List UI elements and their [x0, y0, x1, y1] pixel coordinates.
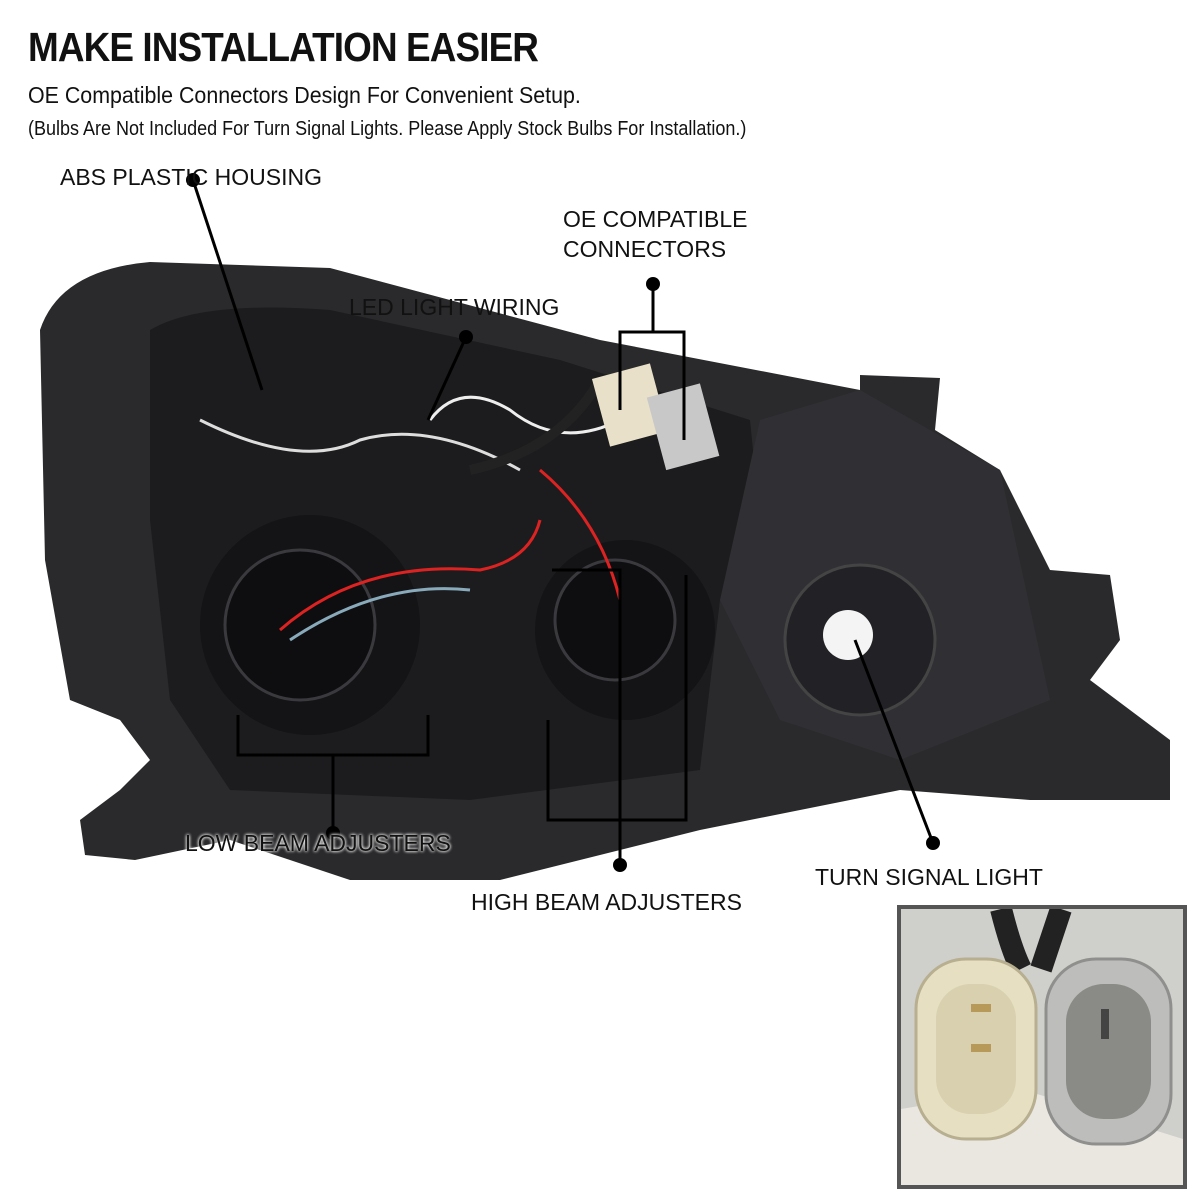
connector-closeup-illustration [901, 909, 1183, 1185]
low-beam-bulb [200, 515, 420, 735]
turn-signal-socket [783, 563, 937, 717]
label-oe-connectors-2: CONNECTORS [563, 236, 727, 262]
label-led-wiring: LED LIGHT WIRING [349, 294, 560, 320]
wiring [199, 377, 622, 642]
label-abs-housing: ABS PLASTIC HOUSING [60, 164, 323, 190]
connector-closeup-photo [897, 905, 1187, 1189]
page-title: MAKE INSTALLATION EASIER [28, 24, 539, 70]
high-beam-bulb [535, 540, 715, 720]
callout-dots [186, 173, 940, 872]
label-turn-signal: TURN SIGNAL LIGHT [815, 864, 1043, 890]
subtitle: OE Compatible Connectors Design For Conv… [28, 82, 581, 108]
label-high-beam: HIGH BEAM ADJUSTERS [471, 889, 742, 915]
callout-lines [191, 179, 935, 865]
label-oe-connectors-1: OE COMPATIBLE [563, 206, 748, 232]
bulb-note: (Bulbs Are Not Included For Turn Signal … [28, 118, 747, 140]
label-low-beam: LOW BEAM ADJUSTERS [185, 830, 451, 856]
